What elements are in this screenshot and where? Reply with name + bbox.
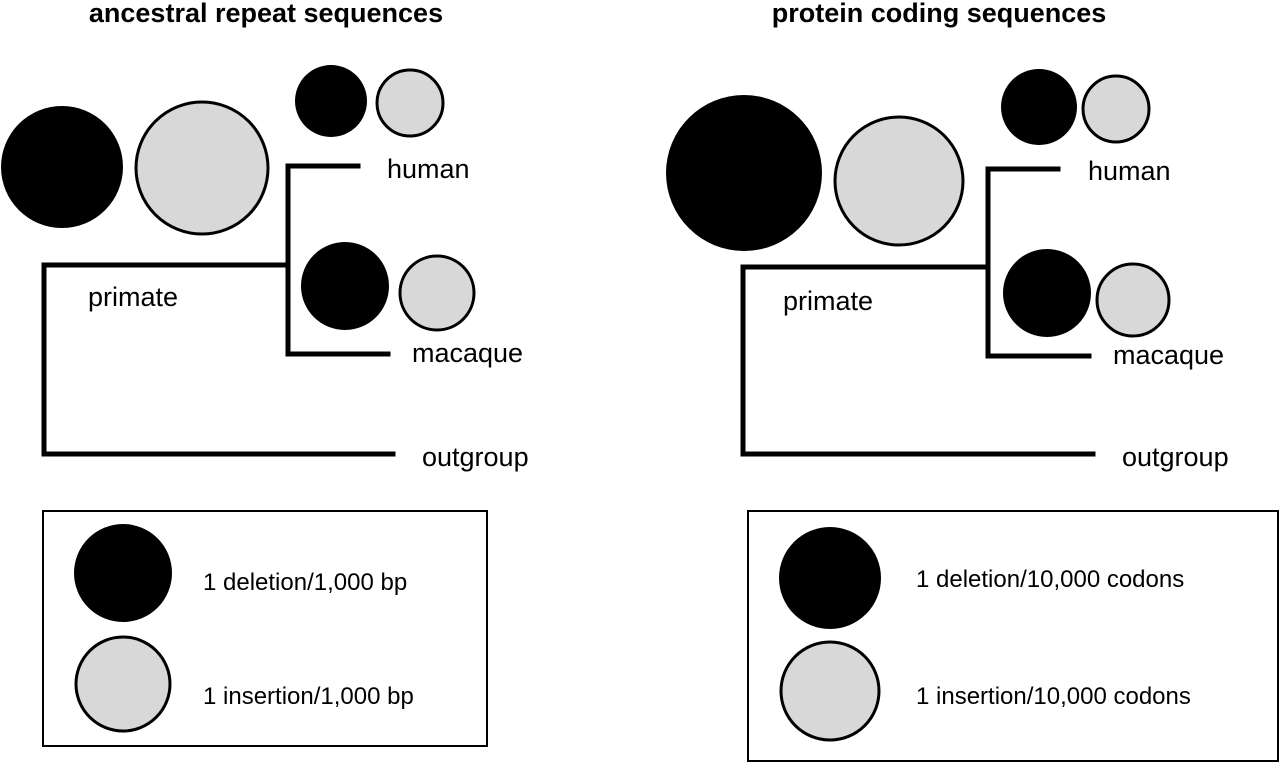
legend-insertion-circle	[779, 640, 881, 742]
primate-deletion-rate-circle	[666, 95, 822, 251]
label-primate: primate	[88, 282, 178, 312]
branch-outgroup	[740, 264, 1096, 457]
human-deletion-rate-circle	[1001, 69, 1077, 145]
label-human: human	[387, 154, 470, 184]
legend-insertion-circle	[74, 635, 172, 733]
legend-deletion-label: 1 deletion/1,000 bp	[203, 569, 407, 596]
branch-human	[985, 166, 1061, 270]
macaque-insertion-rate-circle	[398, 254, 476, 332]
label-primate: primate	[783, 286, 873, 316]
panel-protein-coding: protein coding sequences human primate m…	[666, 0, 1279, 762]
label-macaque: macaque	[1113, 340, 1224, 370]
legend-insertion-label: 1 insertion/10,000 codons	[916, 683, 1191, 710]
legend-box: 1 deletion/10,000 codons 1 insertion/10,…	[747, 510, 1279, 762]
branch-human	[285, 163, 361, 268]
label-outgroup: outgroup	[422, 442, 529, 472]
legend-box: 1 deletion/1,000 bp 1 insertion/1,000 bp	[42, 510, 488, 747]
primate-insertion-rate-circle	[134, 100, 270, 236]
primate-insertion-rate-circle	[833, 115, 965, 247]
branch-macaque	[985, 264, 1092, 359]
human-insertion-rate-circle	[375, 68, 445, 138]
macaque-insertion-rate-circle	[1095, 262, 1171, 338]
legend-deletion-label: 1 deletion/10,000 codons	[916, 566, 1184, 593]
label-human: human	[1088, 156, 1171, 186]
legend-frame	[42, 510, 488, 747]
legend-insertion-label: 1 insertion/1,000 bp	[203, 683, 414, 710]
branch-outgroup	[41, 262, 396, 457]
phylogenetic-tree	[740, 166, 1096, 457]
legend-deletion-circle	[779, 527, 881, 629]
label-macaque: macaque	[412, 338, 523, 368]
primate-deletion-rate-circle	[1, 106, 123, 228]
phylogenetic-tree	[41, 163, 396, 457]
macaque-deletion-rate-circle	[301, 242, 389, 330]
human-insertion-rate-circle	[1081, 74, 1151, 144]
legend-frame	[747, 510, 1279, 762]
branch-macaque	[285, 262, 391, 357]
legend-deletion-circle	[74, 524, 172, 622]
label-outgroup: outgroup	[1122, 442, 1229, 472]
macaque-deletion-rate-circle	[1003, 249, 1091, 337]
panel-title: ancestral repeat sequences	[89, 0, 443, 28]
human-deletion-rate-circle	[295, 65, 367, 137]
panel-ancestral-repeats: ancestral repeat sequences human primate…	[1, 0, 529, 747]
panel-title: protein coding sequences	[772, 0, 1107, 28]
